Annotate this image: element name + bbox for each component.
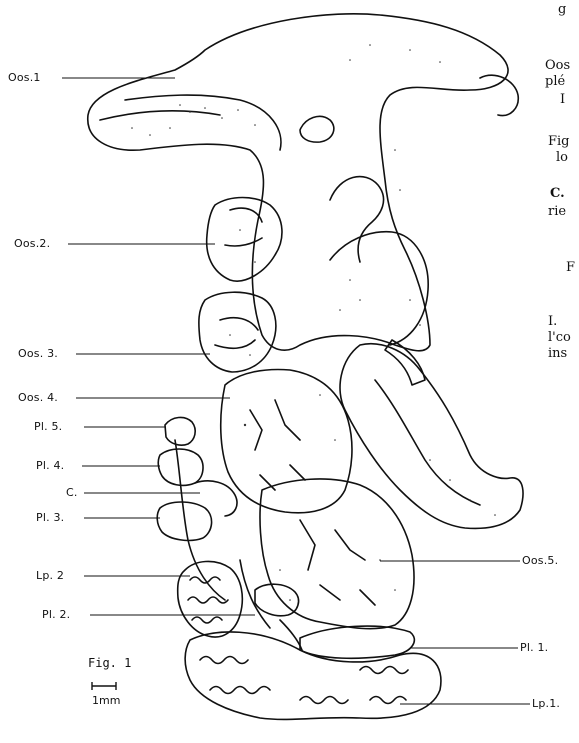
margin-text-6: C. bbox=[550, 186, 565, 202]
margin-text-0: g bbox=[558, 2, 566, 18]
label-c: C. bbox=[66, 487, 78, 499]
label-lp1: Lp.1. bbox=[532, 698, 560, 710]
label-oos5: Oos.5. bbox=[522, 555, 558, 567]
stippling bbox=[131, 44, 496, 601]
margin-text-8: F bbox=[566, 260, 575, 276]
label-oos3: Oos. 3. bbox=[18, 348, 58, 360]
lp2-shape bbox=[178, 561, 243, 637]
oos4-veins bbox=[250, 400, 305, 490]
label-oos1: Oos.1 bbox=[8, 72, 41, 84]
oos3-outline bbox=[199, 292, 276, 372]
lp1-curls bbox=[200, 657, 408, 704]
scale-label: 1mm bbox=[92, 694, 120, 707]
margin-text-9: I. bbox=[548, 314, 557, 330]
tail-outline bbox=[340, 344, 523, 529]
oos1-ear bbox=[480, 75, 518, 115]
margin-text-2: plé bbox=[545, 74, 565, 90]
tail-band bbox=[385, 340, 425, 385]
label-pl5: Pl. 5. bbox=[34, 421, 62, 433]
oos1-outline bbox=[88, 14, 508, 351]
oos1-lower-lobe bbox=[330, 232, 428, 345]
oos5-veins bbox=[300, 520, 375, 605]
figure-caption: Fig. 1 bbox=[88, 656, 131, 670]
label-oos2: Oos.2. bbox=[14, 238, 50, 250]
lp1-shape bbox=[185, 632, 441, 719]
central-column bbox=[240, 560, 302, 650]
oos2-outline bbox=[207, 198, 282, 282]
margin-text-1: Oos bbox=[545, 58, 570, 74]
oos1-curl bbox=[330, 177, 384, 262]
label-pl1: Pl. 1. bbox=[520, 642, 548, 654]
scale-bar bbox=[92, 682, 116, 690]
label-oos4: Oos. 4. bbox=[18, 392, 58, 404]
label-pl3: Pl. 3. bbox=[36, 512, 64, 524]
oos3-fold bbox=[215, 318, 258, 349]
pl5-shape bbox=[165, 417, 195, 445]
oos4-outline bbox=[221, 370, 352, 513]
label-lp2: Lp. 2 bbox=[36, 570, 64, 582]
label-pl2: Pl. 2. bbox=[42, 609, 70, 621]
oos1-inner-lobe bbox=[100, 95, 281, 150]
pl1-shape bbox=[300, 626, 414, 658]
margin-text-5: lo bbox=[556, 150, 568, 166]
margin-text-7: rie bbox=[548, 204, 566, 220]
oos1-fold bbox=[300, 116, 334, 142]
margin-text-11: ins bbox=[548, 346, 567, 362]
margin-text-3: I bbox=[560, 92, 565, 108]
label-pl4: Pl. 4. bbox=[36, 460, 64, 472]
margin-text-10: l'co bbox=[548, 330, 571, 346]
c-shape bbox=[195, 481, 237, 516]
margin-text-4: Fig bbox=[548, 134, 570, 150]
